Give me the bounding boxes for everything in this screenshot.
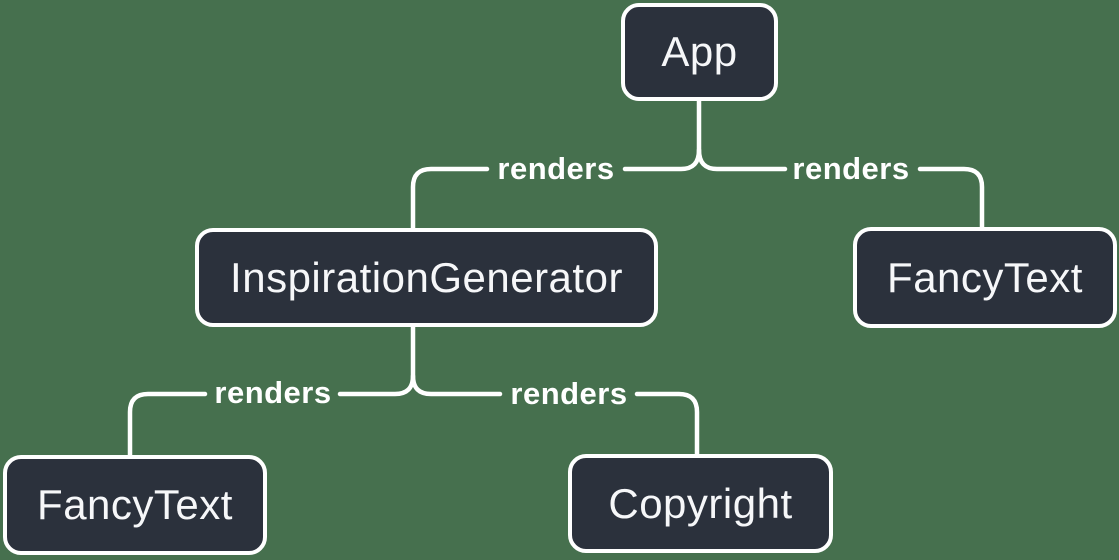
wire-app-split-left — [622, 98, 702, 172]
wire-to-copyright — [634, 391, 700, 457]
wire-app-split-right — [696, 147, 788, 172]
node-copyright: Copyright — [568, 454, 833, 553]
node-copyright-label: Copyright — [608, 479, 793, 527]
wire-to-inspiration-generator — [410, 166, 490, 231]
wire-ig-split-left — [337, 324, 416, 397]
node-fancy-text-top-right-label: FancyText — [887, 253, 1083, 301]
node-app-label: App — [661, 28, 738, 75]
wire-to-fancy-text-top — [917, 166, 985, 230]
node-app: App — [621, 3, 778, 101]
node-fancy-text-top-right: FancyText — [853, 227, 1117, 328]
node-inspiration-generator-label: InspirationGenerator — [230, 253, 623, 301]
wire-to-fancy-text-bottom — [127, 391, 208, 458]
node-fancy-text-bottom-left: FancyText — [3, 455, 267, 555]
edge-label-ig-fancy-text: renders — [214, 375, 332, 410]
edge-label-ig-copyright: renders — [510, 376, 628, 411]
edge-label-app-fancy-text: renders — [792, 151, 910, 186]
node-fancy-text-bottom-left-label: FancyText — [37, 481, 233, 528]
node-inspiration-generator: InspirationGenerator — [195, 228, 658, 327]
wire-ig-split-right — [410, 373, 503, 397]
edge-label-app-inspiration-generator: renders — [497, 151, 615, 186]
